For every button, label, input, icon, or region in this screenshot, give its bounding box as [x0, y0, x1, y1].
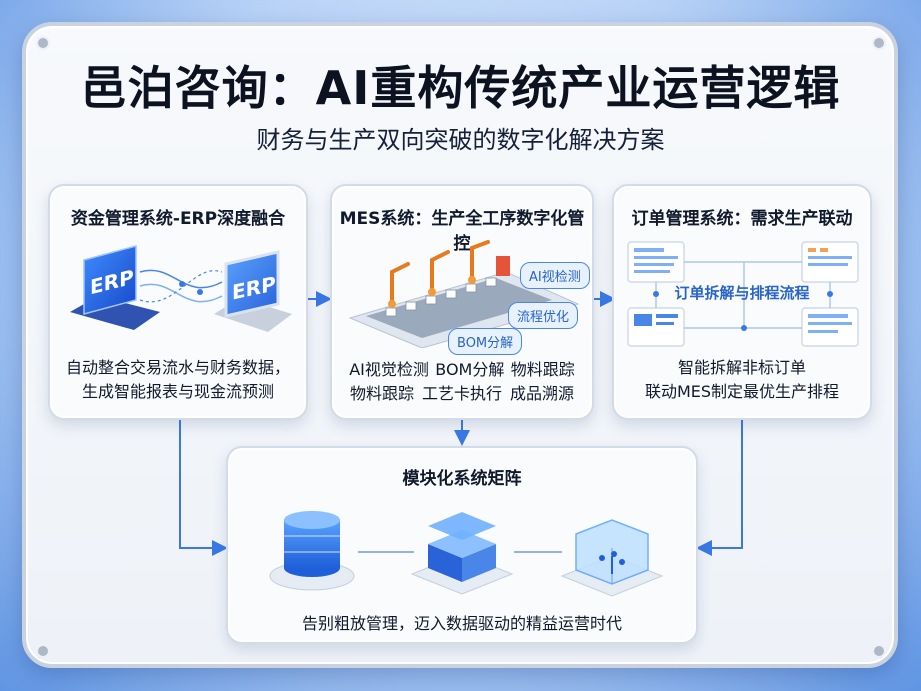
mes-feature: 工艺卡执行 [421, 384, 502, 403]
mes-feature: 物料跟踪 [349, 384, 414, 403]
page-title: 邑泊咨询：AI重构传统产业运营逻辑 [80, 61, 841, 115]
tag-ai-inspection: AI视检测 [520, 262, 590, 289]
mes-feature: BOM分解 [435, 360, 505, 379]
mes-feature: AI视觉检测 [349, 360, 429, 379]
order-flow-illustration [627, 241, 859, 347]
screw-icon [872, 36, 886, 50]
tag-flow-optimization: 流程优化 [508, 302, 579, 329]
mes-features-row2: 物料跟踪 工艺卡执行 成品溯源 [332, 380, 592, 404]
order-card-title: 订单管理系统：需求生产联动 [631, 209, 853, 229]
order-desc-line2: 联动MES制定最优生产排程 [644, 382, 840, 401]
page-subtitle: 财务与生产双向突破的数字化解决方案 [256, 126, 665, 154]
production-line-illustration [348, 240, 580, 348]
growth-cube-icon [560, 519, 664, 597]
mes-features-row1: AI视觉检测 BOM分解 物料跟踪 [332, 356, 592, 380]
database-icon [269, 511, 355, 591]
erp-desc-line1: 自动整合交易流水与财务数据， [65, 358, 290, 377]
matrix-footer: 告别粗放管理，迈入数据驱动的精益运营时代 [301, 614, 622, 633]
server-icon [410, 512, 514, 595]
module-matrix-card: 模块化系统矩阵 [226, 446, 698, 644]
mes-feature: 成品溯源 [509, 384, 574, 403]
matrix-title: 模块化系统矩阵 [402, 469, 522, 489]
mes-card-title: MES系统：生产全工序数字化管控 [339, 209, 585, 254]
screw-icon [36, 644, 50, 658]
order-desc-line1: 智能拆解非标订单 [677, 358, 806, 377]
erp-card: 资金管理系统-ERP深度融合 ERP ERP 自动整合交易流水与财务数据， 生成… [48, 184, 308, 420]
order-flow-label: 订单拆解与排程流程 [674, 284, 810, 302]
order-card: 订单管理系统：需求生产联动 订单拆解与排程流程 智能拆解非标订单 联动MES制定… [612, 184, 872, 420]
module-icons [269, 511, 664, 597]
erp-desc-line2: 生成智能报表与现金流预测 [81, 382, 274, 401]
erp-card-title: 资金管理系统-ERP深度融合 [70, 209, 286, 229]
mes-card: MES系统：生产全工序数字化管控 AI视检测 流程优化 BOM分解 AI视觉检测… [330, 184, 594, 420]
screw-icon [36, 36, 50, 50]
mes-feature: 物料跟踪 [510, 360, 575, 379]
tag-bom: BOM分解 [448, 328, 523, 355]
erp-laptops-illustration [70, 245, 292, 332]
screw-icon [872, 644, 886, 658]
